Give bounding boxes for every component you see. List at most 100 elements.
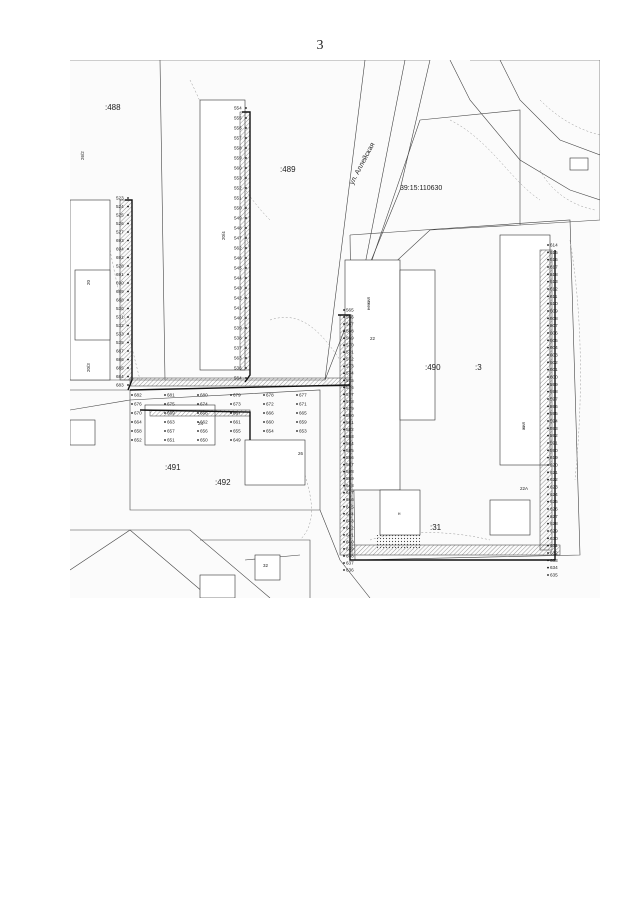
boundary-point-label: 659	[299, 420, 307, 425]
boundary-point-marker	[245, 337, 247, 339]
boundary-point-marker	[197, 403, 199, 405]
boundary-point-label: 524	[116, 204, 124, 209]
boundary-point-marker	[127, 341, 129, 344]
boundary-point-marker	[547, 566, 549, 569]
boundary-point-marker	[547, 471, 549, 474]
boundary-point-label: 541	[234, 306, 242, 311]
hatched-zones	[119, 111, 561, 556]
boundary-point-marker	[127, 367, 129, 369]
boundary-point-label: 581	[346, 420, 354, 425]
boundary-point-label: 537	[234, 346, 242, 351]
boundary-south-row	[129, 384, 351, 391]
boundary-point-label: 593	[550, 426, 558, 431]
boundary-point-marker	[547, 288, 549, 290]
boundary-point-label: 694	[116, 247, 124, 252]
boundary-point-marker	[547, 324, 549, 327]
building-label-20: 20	[86, 279, 91, 285]
boundary-point-marker	[547, 456, 549, 459]
boundary-point-label: 668	[200, 411, 208, 416]
boundary-point-marker	[245, 127, 247, 129]
boundary-point-label: 558	[234, 146, 242, 151]
building-n-right	[489, 499, 531, 536]
parcel-492-label: :492	[215, 478, 231, 487]
boundary-point-label: 649	[233, 438, 241, 443]
boundary-point-marker	[127, 358, 129, 361]
boundary-point-label: 601	[550, 367, 558, 372]
boundary-point-label: 586	[346, 455, 354, 460]
boundary-point-marker	[343, 421, 345, 424]
hatch-mid-strip	[239, 111, 251, 371]
boundary-point-label: 635	[550, 573, 558, 578]
boundary-point-marker	[547, 273, 549, 276]
boundary-point-marker	[547, 486, 549, 488]
parcel-488-outline	[70, 60, 166, 381]
boundary-point-marker	[343, 463, 345, 466]
boundary-point-label: 631	[550, 543, 558, 548]
boundary-point-label: 691	[116, 272, 124, 277]
building-label-n: н	[398, 511, 401, 516]
boundary-point-label: 632	[550, 551, 558, 556]
boundary-point-label: 633	[550, 558, 558, 563]
boundary-point-label: 663	[167, 420, 175, 425]
boundary-point-label: 536	[234, 366, 242, 371]
boundary-point-label: 652	[134, 438, 142, 443]
boundary-point-marker	[547, 515, 549, 518]
boundary-point-marker	[197, 430, 199, 432]
boundary-point-label: 664	[134, 420, 142, 425]
boundary-point-marker	[547, 522, 549, 525]
boundary-point-marker	[245, 317, 247, 319]
boundary-point-marker	[343, 540, 345, 543]
boundary-point-label: 602	[550, 360, 558, 365]
boundary-point-marker	[164, 439, 166, 441]
boundary-point-marker	[127, 265, 129, 267]
cadastral-number-label: 39:15:110630	[400, 185, 442, 192]
boundary-point-marker	[296, 430, 298, 432]
boundary-point-marker	[343, 323, 345, 325]
boundary-point-marker	[343, 562, 345, 564]
boundary-point-marker	[230, 394, 232, 396]
parcel-31-label: :31	[430, 523, 442, 532]
boundary-point-marker	[343, 512, 345, 515]
boundary-point-label: 638	[346, 553, 354, 558]
boundary-point-marker	[343, 491, 345, 494]
boundary-point-label: 553	[234, 176, 242, 181]
boundary-point-label: 590	[550, 448, 558, 453]
boundary-point-marker	[245, 267, 247, 269]
boundary-point-label: 641	[346, 532, 354, 537]
boundary-point-label: 554	[234, 106, 242, 111]
boundary-point-marker	[131, 394, 133, 396]
parcel-488-label: :488	[105, 103, 121, 112]
boundary-point-marker	[164, 403, 166, 405]
boundary-point-marker	[245, 167, 247, 169]
boundary-point-label: 615	[550, 250, 558, 255]
boundary-point-marker	[343, 428, 345, 431]
boundary-point-marker	[245, 287, 247, 289]
building-32	[254, 554, 281, 581]
boundary-point-label: 578	[346, 399, 354, 404]
boundary-point-label: 655	[233, 429, 241, 434]
boundary-point-label: 623	[550, 485, 558, 490]
boundary-point-marker	[127, 307, 129, 310]
boundary-point-marker	[547, 500, 549, 503]
boundary-point-marker	[343, 358, 345, 361]
boundary-point-marker	[547, 427, 549, 430]
boundary-point-label: 542	[234, 296, 242, 301]
boundary-point-marker	[245, 297, 247, 299]
boundary-point-label: 653	[299, 429, 307, 434]
boundary-point-marker	[547, 544, 549, 547]
boundary-point-marker	[547, 310, 549, 312]
boundary-point-marker	[547, 354, 549, 356]
boundary-point-label: 634	[550, 565, 558, 570]
boundary-point-marker	[245, 237, 247, 239]
boundary-point-label: 610	[550, 301, 558, 306]
parcel-491-label: :491	[165, 463, 181, 472]
boundary-point-marker	[127, 197, 129, 199]
boundary-point-label: 657	[167, 429, 175, 434]
boundary-point-marker	[547, 376, 549, 378]
boundary-point-marker	[547, 317, 549, 320]
boundary-point-label: 622	[550, 477, 558, 482]
boundary-point-label: 533	[116, 332, 124, 337]
boundary-point-label: 594	[550, 419, 558, 424]
boundary-point-marker	[263, 430, 265, 432]
boundary-point-marker	[245, 307, 247, 309]
